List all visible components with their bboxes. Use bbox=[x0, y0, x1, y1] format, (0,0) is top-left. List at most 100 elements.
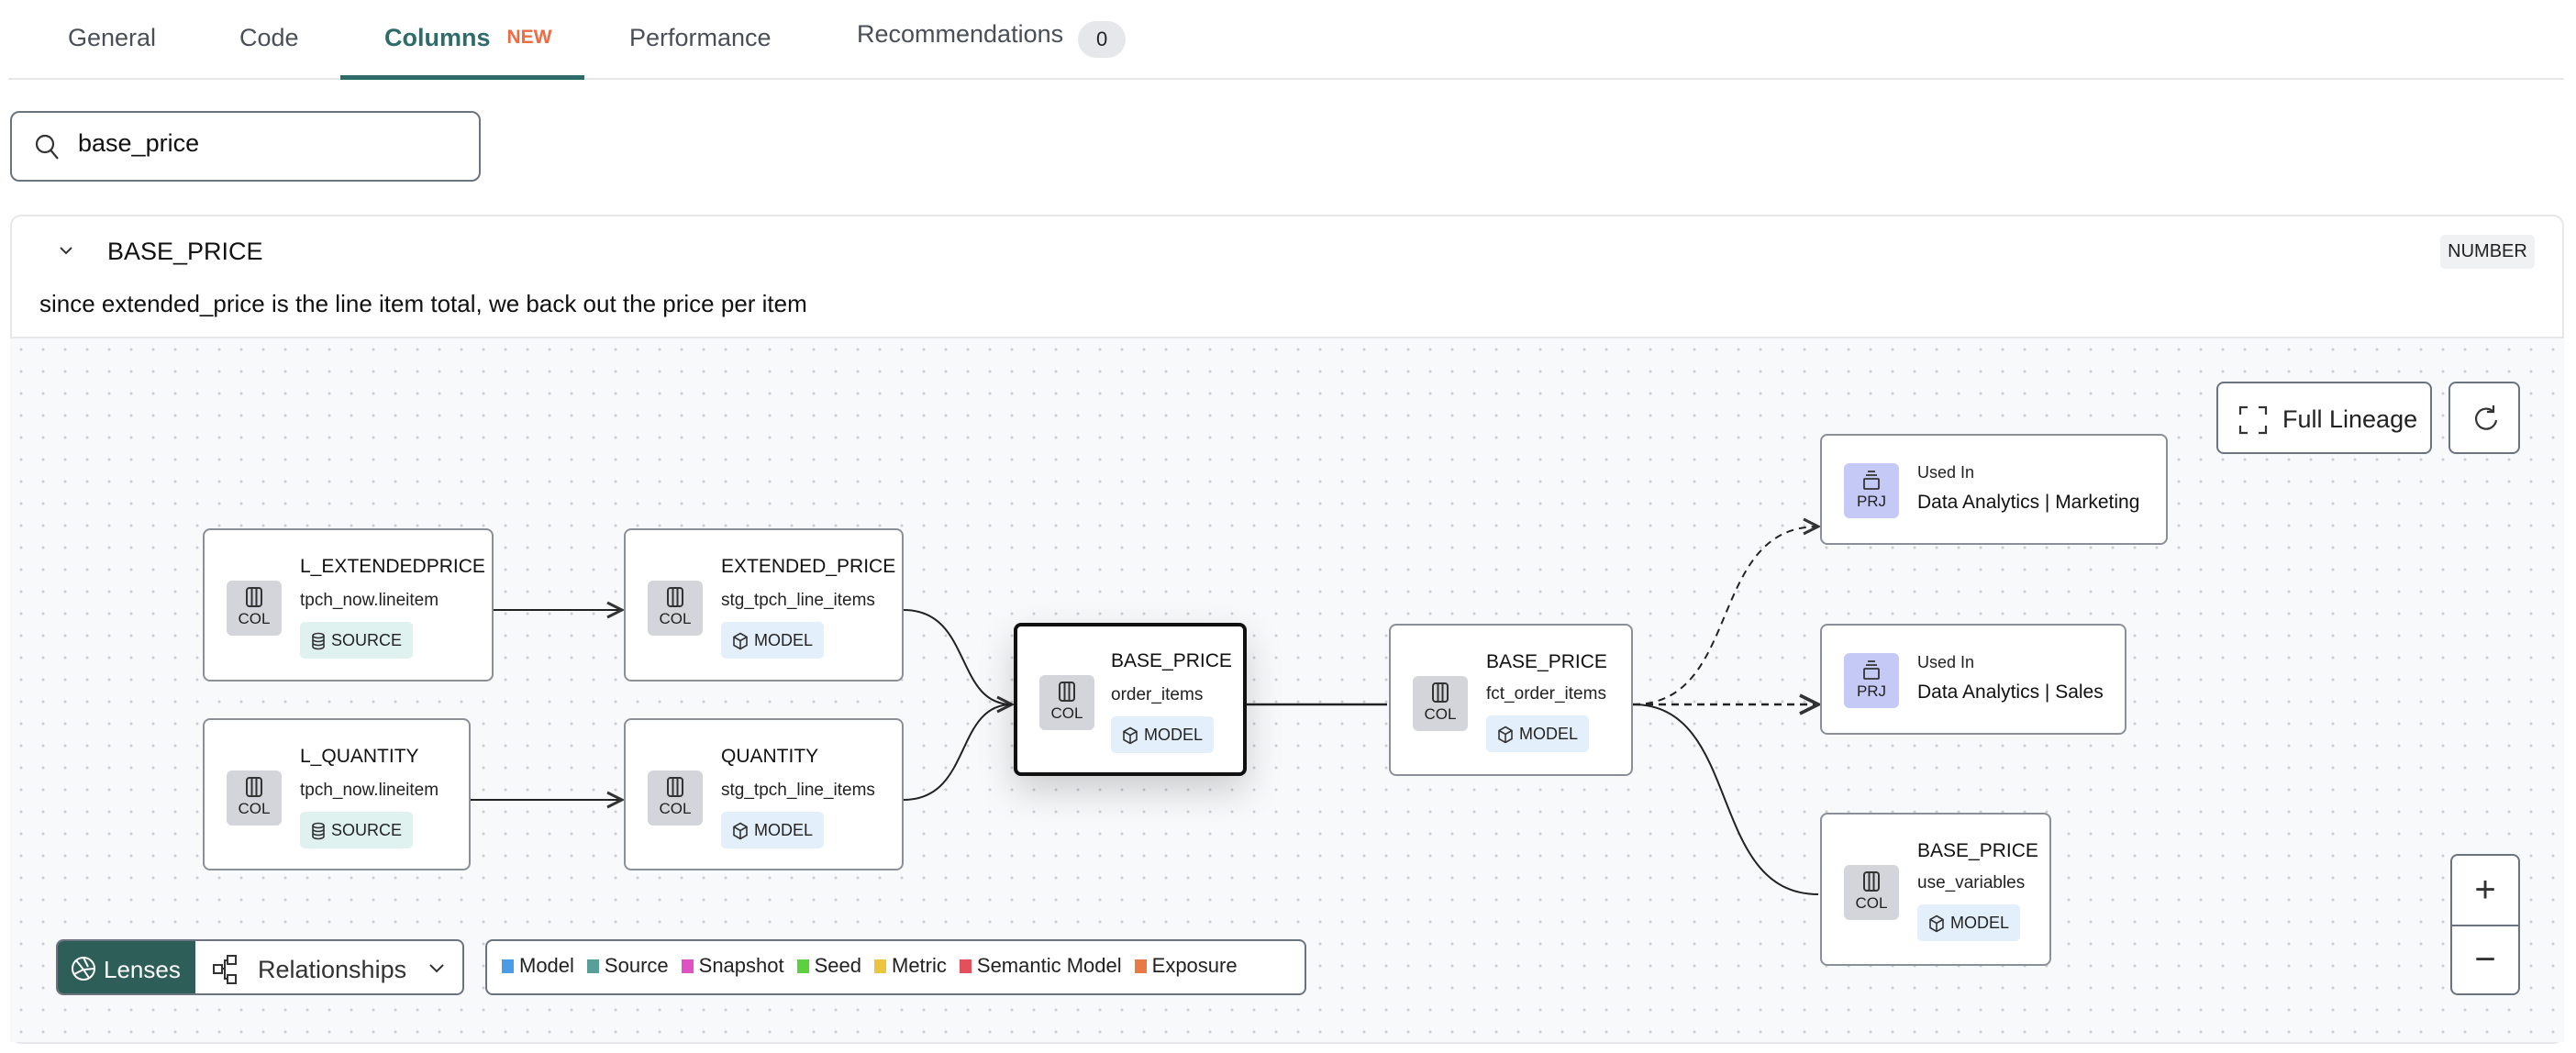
lineage-node[interactable]: COL QUANTITY stg_tpch_line_items MODEL bbox=[624, 718, 904, 870]
node-subtitle: tpch_now.lineitem bbox=[300, 781, 439, 800]
edge bbox=[903, 609, 1012, 704]
node-title: BASE_PRICE bbox=[1111, 650, 1232, 671]
recommendations-count-badge: 0 bbox=[1078, 21, 1127, 58]
node-kind: COL bbox=[659, 800, 692, 817]
node-type-badge: MODEL bbox=[721, 622, 825, 659]
node-type-badge: SOURCE bbox=[300, 622, 414, 659]
new-badge: NEW bbox=[506, 27, 552, 48]
cube-icon bbox=[1498, 726, 1513, 744]
lineage-node[interactable]: COL BASE_PRICE use_variables MODEL bbox=[1820, 813, 2051, 966]
cube-icon bbox=[733, 632, 748, 650]
node-title: Used In bbox=[1917, 653, 1975, 671]
node-kind: COL bbox=[238, 610, 271, 627]
column-icon: COL bbox=[648, 581, 703, 636]
legend-item-model: Model bbox=[502, 954, 574, 978]
legend-item-semantic-model: Semantic Model bbox=[959, 954, 1122, 978]
node-subtitle: stg_tpch_line_items bbox=[721, 781, 875, 800]
lineage-canvas[interactable] bbox=[10, 337, 2564, 1042]
node-type-badge: MODEL bbox=[1917, 904, 2021, 941]
chevron-down-icon[interactable] bbox=[57, 244, 75, 257]
node-subtitle: order_items bbox=[1111, 685, 1204, 704]
zoom-out-button[interactable]: − bbox=[2474, 939, 2496, 980]
column-icon: COL bbox=[227, 770, 282, 826]
tab-recommendations-label: Recommendations bbox=[857, 20, 1064, 48]
tab-divider bbox=[8, 78, 2564, 80]
project-icon: PRJ bbox=[1844, 463, 1899, 518]
relationships-label: Relationships bbox=[258, 956, 407, 983]
column-icon: COL bbox=[1413, 676, 1468, 731]
column-search-box[interactable] bbox=[10, 111, 481, 182]
node-type-badge: MODEL bbox=[721, 812, 825, 848]
lenses-button[interactable]: Lenses bbox=[58, 941, 195, 993]
legend-item-metric: Metric bbox=[874, 954, 947, 978]
tab-columns[interactable]: Columns NEW bbox=[384, 24, 552, 52]
project-icon: PRJ bbox=[1844, 653, 1899, 708]
node-title: Used In bbox=[1917, 463, 1975, 482]
node-kind: COL bbox=[659, 610, 692, 627]
node-title: L_EXTENDEDPRICE bbox=[300, 556, 485, 577]
node-subtitle: Data Analytics | Sales bbox=[1917, 682, 2104, 703]
node-subtitle: use_variables bbox=[1917, 873, 2026, 892]
node-title: QUANTITY bbox=[721, 746, 819, 767]
zoom-in-button[interactable]: + bbox=[2474, 870, 2496, 910]
lineage-node-project[interactable]: PRJ Used In Data Analytics | Sales bbox=[1820, 624, 2126, 735]
node-kind: COL bbox=[238, 800, 271, 817]
database-icon bbox=[312, 822, 325, 840]
chevron-down-icon bbox=[429, 964, 444, 973]
aperture-icon bbox=[72, 957, 95, 981]
node-type-badge: SOURCE bbox=[300, 812, 414, 848]
tab-recommendations[interactable]: Recommendations 0 bbox=[857, 20, 1127, 58]
legend-swatch bbox=[586, 959, 599, 973]
lineage-node-project[interactable]: PRJ Used In Data Analytics | Marketing bbox=[1820, 434, 2168, 545]
column-icon: COL bbox=[1039, 675, 1094, 730]
node-kind: PRJ bbox=[1856, 682, 1887, 700]
zoom-controls: + − bbox=[2450, 854, 2520, 995]
node-title: EXTENDED_PRICE bbox=[721, 556, 896, 577]
edge bbox=[1632, 704, 1819, 895]
legend-swatch bbox=[681, 959, 694, 973]
column-icon: COL bbox=[227, 581, 282, 636]
legend-item-exposure: Exposure bbox=[1134, 954, 1238, 978]
full-lineage-label: Full Lineage bbox=[2282, 405, 2418, 433]
cube-icon bbox=[733, 822, 748, 840]
edge bbox=[1632, 526, 1818, 705]
full-lineage-button[interactable]: Full Lineage bbox=[2216, 382, 2432, 454]
refresh-button[interactable] bbox=[2448, 382, 2520, 454]
cube-icon bbox=[1123, 726, 1138, 745]
edge bbox=[903, 704, 1013, 801]
column-icon: COL bbox=[1844, 865, 1899, 920]
lineage-node[interactable]: COL L_EXTENDEDPRICE tpch_now.lineitem SO… bbox=[203, 528, 494, 682]
tab-columns-label: Columns bbox=[384, 24, 491, 51]
relationships-dropdown[interactable]: Relationships bbox=[195, 941, 462, 993]
legend-swatch bbox=[874, 959, 886, 973]
cube-icon bbox=[1929, 914, 1944, 933]
lineage-node[interactable]: COL L_QUANTITY tpch_now.lineitem SOURCE bbox=[203, 718, 471, 870]
lineage-node-selected[interactable]: COL BASE_PRICE order_items MODEL bbox=[1014, 623, 1247, 776]
node-subtitle: fct_order_items bbox=[1486, 684, 1606, 704]
hierarchy-icon bbox=[213, 955, 237, 984]
zoom-divider bbox=[2452, 925, 2518, 926]
legend-item-snapshot: Snapshot bbox=[681, 954, 784, 978]
node-title: BASE_PRICE bbox=[1486, 651, 1607, 672]
column-description: since extended_price is the line item to… bbox=[39, 290, 807, 317]
node-type-badge: MODEL bbox=[1486, 715, 1590, 752]
node-kind: COL bbox=[1424, 705, 1457, 723]
column-type-badge: NUMBER bbox=[2440, 235, 2535, 269]
tab-performance[interactable]: Performance bbox=[629, 24, 772, 51]
search-icon bbox=[35, 134, 59, 160]
node-kind: COL bbox=[1855, 894, 1888, 912]
lineage-node[interactable]: COL EXTENDED_PRICE stg_tpch_line_items M… bbox=[624, 528, 904, 682]
search-input[interactable] bbox=[78, 129, 445, 158]
tab-code[interactable]: Code bbox=[239, 24, 299, 51]
node-subtitle: tpch_now.lineitem bbox=[300, 591, 439, 610]
lineage-node[interactable]: COL BASE_PRICE fct_order_items MODEL bbox=[1389, 624, 1633, 776]
lenses-label: Lenses bbox=[104, 956, 181, 983]
refresh-icon bbox=[2475, 405, 2498, 430]
tab-general[interactable]: General bbox=[68, 24, 157, 51]
legend-swatch bbox=[502, 959, 514, 973]
legend-swatch bbox=[959, 959, 972, 973]
lenses-control: Lenses Relationships bbox=[56, 939, 464, 995]
legend-item-seed: Seed bbox=[796, 954, 861, 978]
